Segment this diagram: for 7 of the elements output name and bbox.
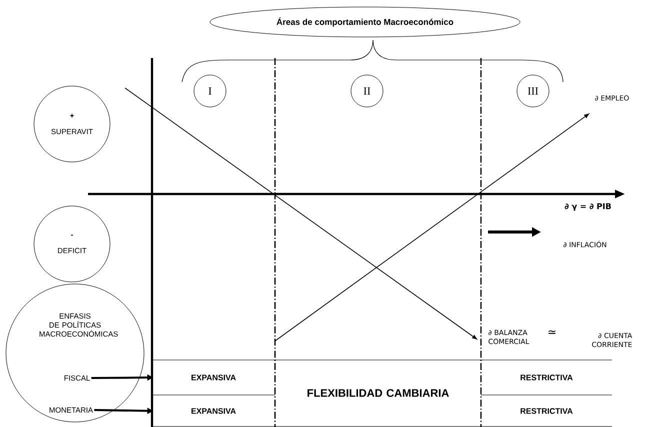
curve-label: ≃: [548, 330, 556, 334]
table-cell: EXPANSIVA: [192, 374, 236, 380]
curve-label: ∂ γ = ∂ PIB: [564, 203, 611, 211]
table-cell: FLEXIBILIDAD CAMBIARIA: [308, 389, 449, 397]
table-cell: RESTRICTIVA: [520, 408, 573, 414]
table-cell: RESTRICTIVA: [520, 374, 573, 380]
table-cell: EXPANSIVA: [192, 408, 236, 414]
